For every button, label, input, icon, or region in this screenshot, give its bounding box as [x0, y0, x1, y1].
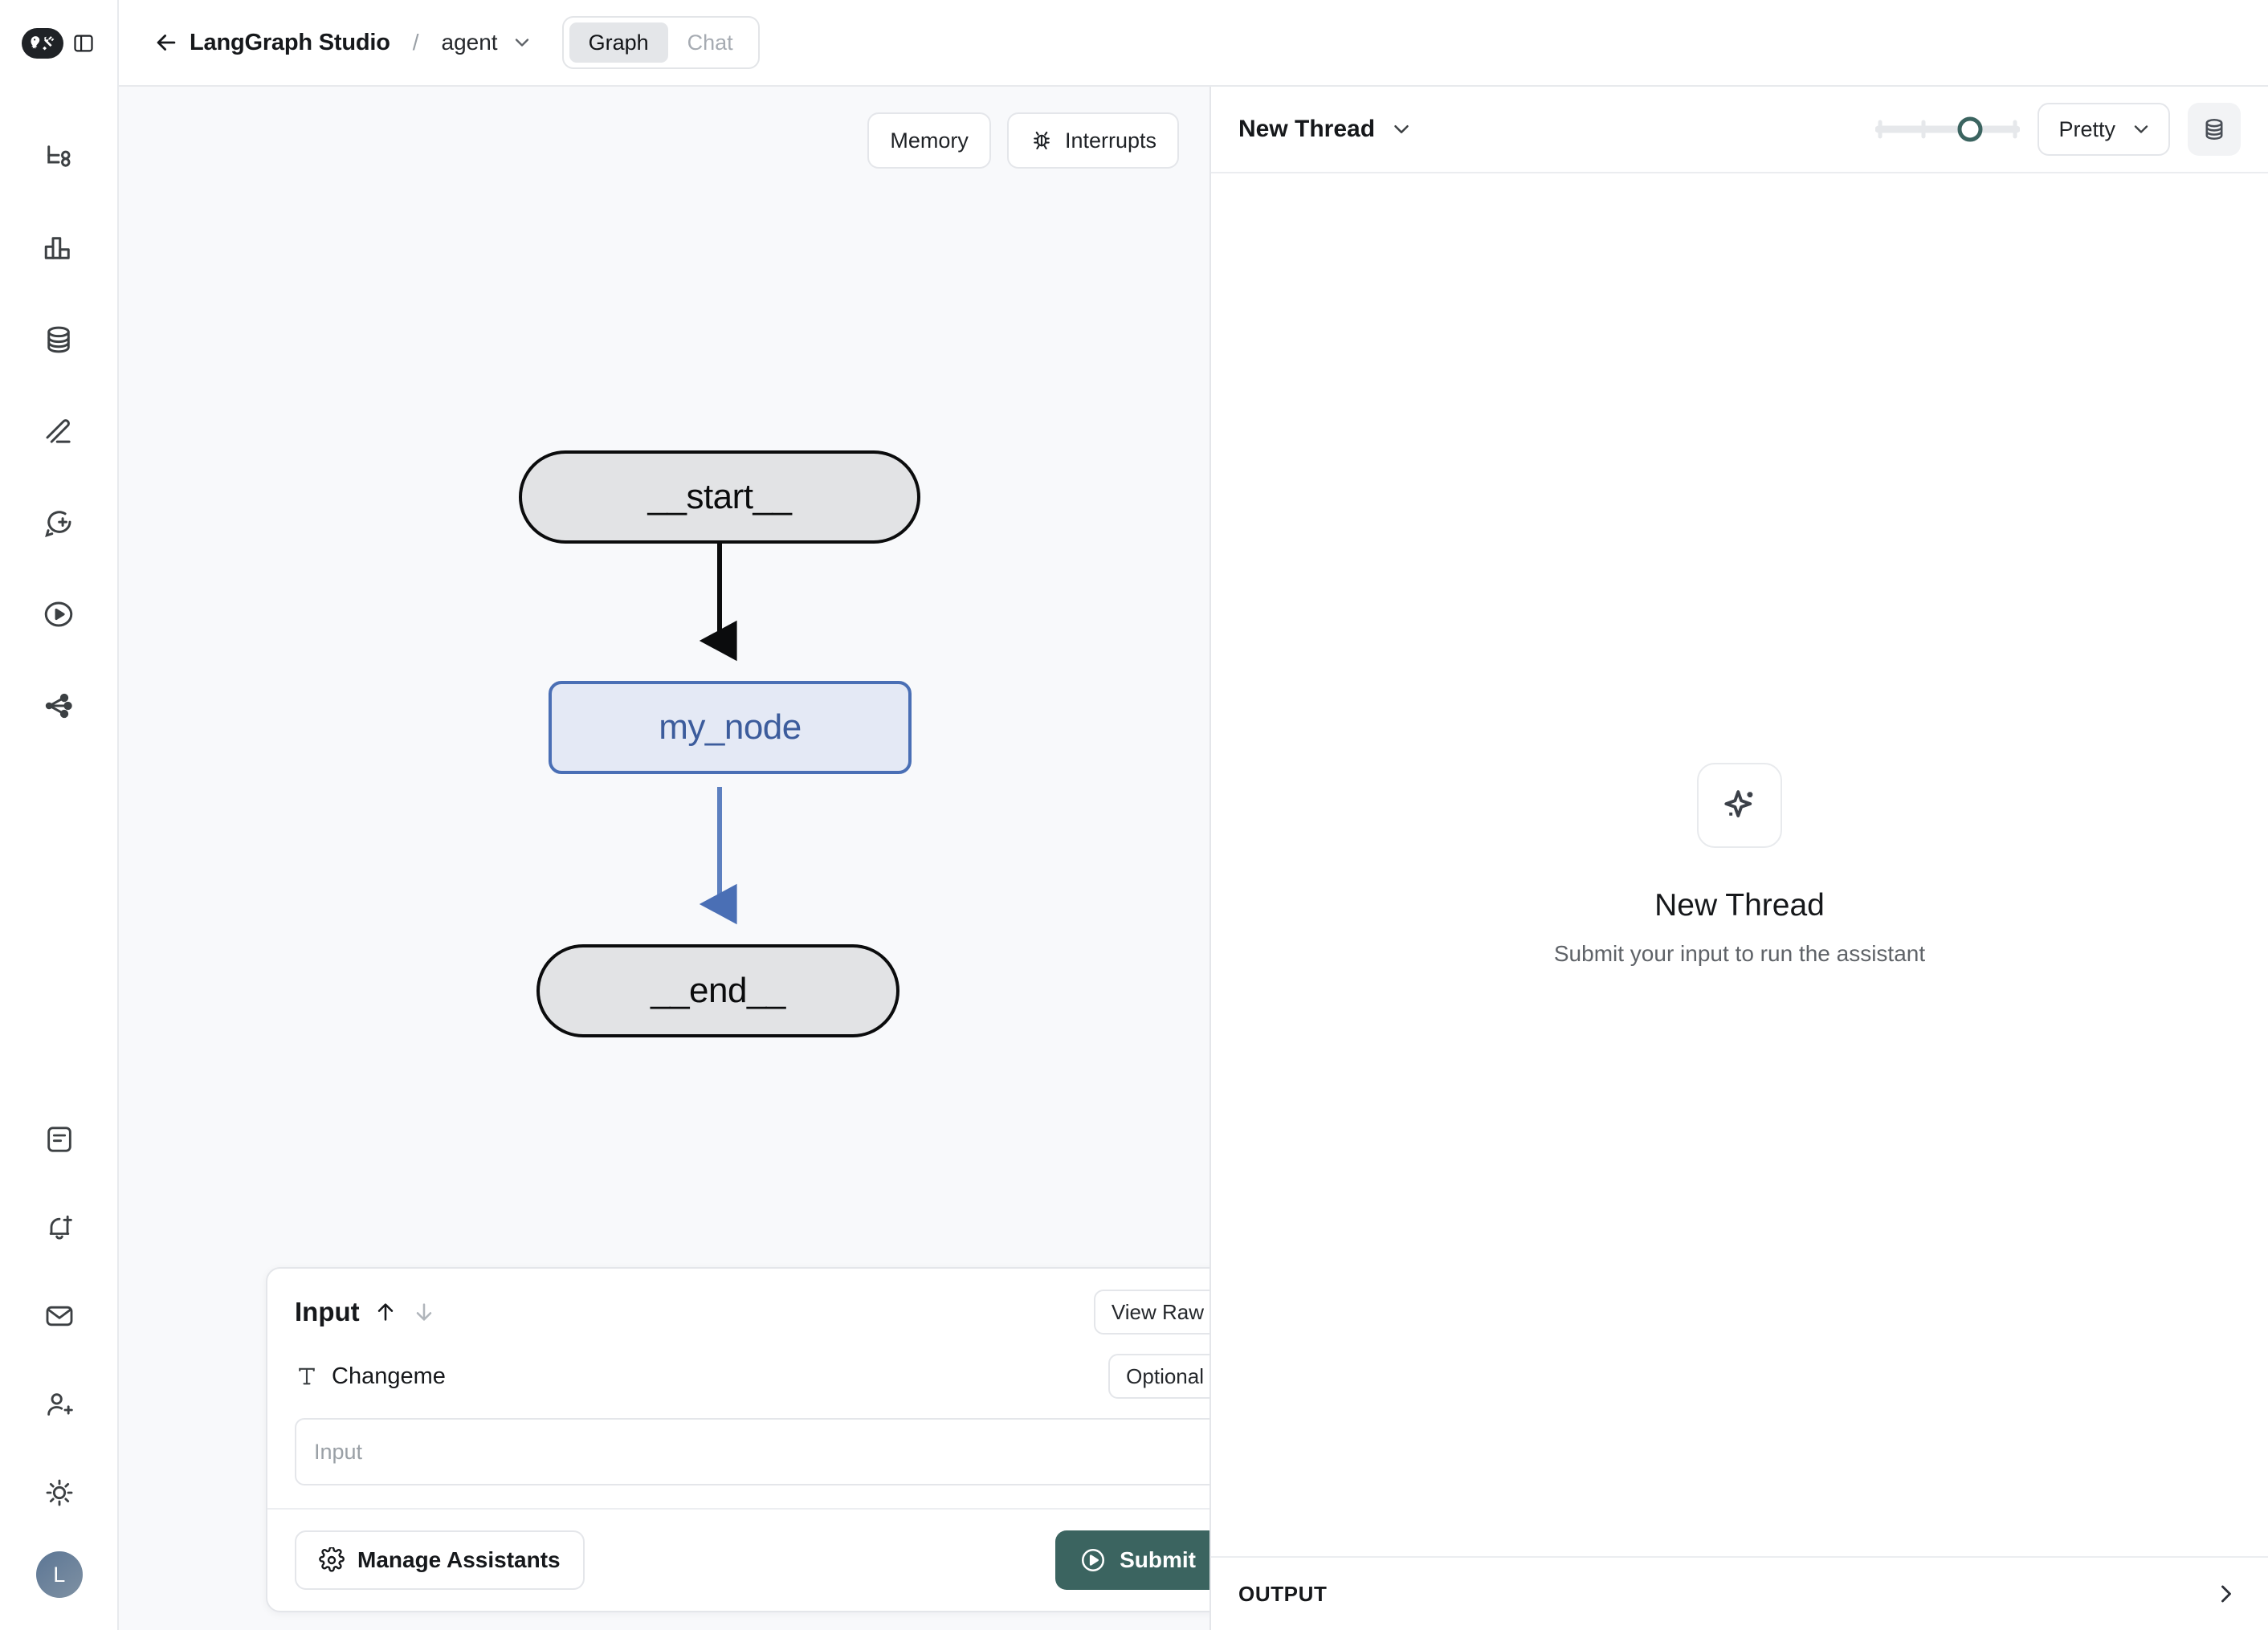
graph-node-start[interactable]: __start__	[519, 450, 920, 544]
bar-chart-icon[interactable]	[29, 218, 88, 278]
history-slider[interactable]	[1874, 112, 2021, 147]
thread-header: New Thread	[1211, 87, 2268, 173]
breadcrumb-separator: /	[412, 30, 419, 55]
chevron-down-icon[interactable]	[1389, 117, 1413, 141]
format-select[interactable]: Pretty	[2038, 103, 2170, 156]
play-circle-icon	[1079, 1546, 1107, 1574]
input-field-row: Changeme Optional	[267, 1341, 1209, 1399]
graph-node-my-node-label: my_node	[659, 707, 802, 747]
sidebar-toggle-icon[interactable]	[71, 31, 96, 55]
thread-history-database-icon[interactable]	[2188, 103, 2241, 156]
bug-icon	[1030, 128, 1054, 153]
arrow-down-icon[interactable]	[411, 1299, 437, 1325]
top-bar: LangGraph Studio / agent Graph Chat	[119, 0, 2268, 87]
optional-badge[interactable]: Optional	[1108, 1354, 1209, 1399]
input-panel-title: Input	[295, 1297, 360, 1326]
bell-plus-icon[interactable]	[30, 1198, 89, 1257]
input-field-label: Changeme	[332, 1363, 446, 1389]
user-plus-icon[interactable]	[30, 1375, 89, 1434]
play-circle-icon[interactable]	[29, 585, 88, 644]
thread-name[interactable]: New Thread	[1238, 116, 1376, 142]
interrupts-button[interactable]: Interrupts	[1006, 112, 1179, 169]
manage-assistants-label: Manage Assistants	[357, 1547, 561, 1572]
sun-icon[interactable]	[30, 1463, 89, 1522]
thread-header-controls: Pretty	[1874, 103, 2241, 156]
chevron-down-icon	[2130, 118, 2152, 141]
pencil-icon[interactable]	[29, 401, 88, 461]
thread-empty-state: New Thread Submit your input to run the …	[1211, 173, 2268, 1556]
rail-primary-nav	[29, 127, 88, 736]
input-panel: Input View Raw	[266, 1267, 1209, 1612]
share-nodes-icon[interactable]	[29, 676, 88, 736]
graph-node-start-label: __start__	[647, 477, 792, 516]
gear-icon	[319, 1547, 345, 1573]
graph-node-my-node[interactable]: my_node	[549, 681, 912, 774]
tab-graph[interactable]: Graph	[569, 22, 668, 63]
assistant-selector-label[interactable]: agent	[441, 30, 498, 55]
view-mode-tabs: Graph Chat	[561, 16, 760, 69]
tab-chat[interactable]: Chat	[687, 30, 733, 55]
canvas-toolbar: Memory Interrupts	[867, 112, 1179, 169]
avatar[interactable]: L	[36, 1551, 83, 1598]
main-area: LangGraph Studio / agent Graph Chat Memo…	[119, 0, 2268, 1630]
rail-secondary-nav: L	[0, 1110, 119, 1598]
input-textbox-placeholder: Input	[314, 1439, 363, 1464]
submit-button-label: Submit	[1120, 1547, 1196, 1572]
graph-canvas[interactable]: Memory Interrupts	[119, 87, 1211, 1630]
page-title: LangGraph Studio	[190, 29, 390, 55]
graph-node-end-label: __end__	[651, 971, 785, 1010]
chat-plus-icon[interactable]	[29, 493, 88, 552]
memory-button[interactable]: Memory	[867, 112, 991, 169]
input-panel-footer: Manage Assistants Submit	[267, 1508, 1209, 1611]
graph-tree-icon[interactable]	[29, 127, 88, 186]
left-rail: L	[0, 0, 119, 1630]
body-split: Memory Interrupts	[119, 87, 2268, 1630]
envelope-icon[interactable]	[30, 1286, 89, 1346]
document-icon[interactable]	[30, 1110, 89, 1169]
graph-edges	[699, 524, 737, 925]
arrow-left-icon[interactable]	[149, 26, 183, 59]
output-footer[interactable]: OUTPUT	[1211, 1556, 2268, 1630]
arrow-up-icon[interactable]	[373, 1299, 398, 1325]
sparkle-icon	[1697, 763, 1782, 848]
submit-button-group: Submit	[1055, 1530, 1209, 1590]
chevron-right-icon[interactable]	[2212, 1579, 2241, 1608]
view-raw-button[interactable]: View Raw	[1093, 1290, 1209, 1335]
langchain-parrot-logo[interactable]	[22, 28, 63, 59]
input-textbox[interactable]: Input	[295, 1418, 1209, 1485]
database-icon[interactable]	[29, 310, 88, 369]
interrupts-button-label: Interrupts	[1064, 128, 1156, 153]
submit-button[interactable]: Submit	[1055, 1530, 1209, 1590]
empty-state-subtitle: Submit your input to run the assistant	[1553, 941, 1926, 966]
format-select-value: Pretty	[2058, 116, 2115, 141]
empty-state-title: New Thread	[1654, 888, 1825, 923]
text-type-icon	[295, 1364, 319, 1388]
rail-logo-row	[0, 0, 117, 87]
memory-button-label: Memory	[890, 128, 969, 153]
chevron-down-icon[interactable]	[511, 31, 533, 54]
manage-assistants-button[interactable]: Manage Assistants	[295, 1530, 585, 1590]
graph-node-end[interactable]: __end__	[536, 944, 899, 1037]
thread-panel: New Thread	[1211, 87, 2268, 1630]
output-label: OUTPUT	[1238, 1581, 1328, 1606]
input-panel-header: Input View Raw	[267, 1269, 1209, 1341]
